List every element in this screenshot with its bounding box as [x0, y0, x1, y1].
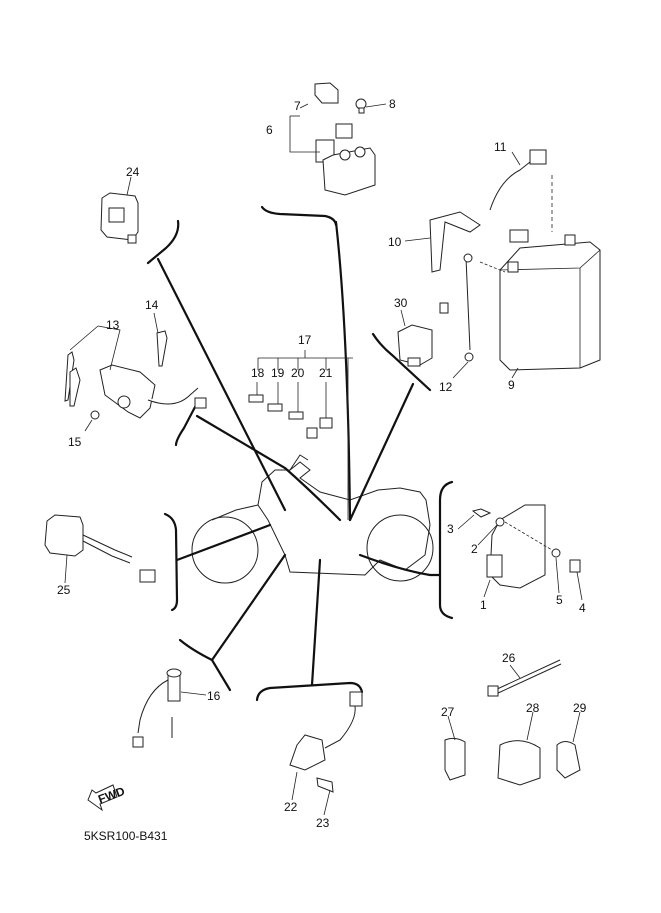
callout-7: 7	[294, 99, 301, 113]
cable-ties-clamps[interactable]	[444, 659, 581, 786]
callout-9: 9	[508, 378, 515, 392]
callout-30: 30	[394, 296, 408, 310]
starter-relay-assy[interactable]	[289, 82, 387, 196]
callout-24: 24	[126, 165, 140, 179]
callout-22: 22	[284, 800, 298, 814]
callout-15: 15	[68, 435, 82, 449]
callout-5: 5	[556, 593, 563, 607]
callout-6: 6	[266, 123, 273, 137]
drawing-code: 5KSR100-B431	[84, 829, 168, 843]
rectifier-regulator[interactable]	[457, 504, 583, 601]
callout-26: 26	[502, 651, 516, 665]
callout-3: 3	[447, 522, 454, 536]
callout-25: 25	[57, 583, 71, 597]
callout-18: 18	[251, 366, 265, 380]
main-switch[interactable]	[64, 312, 207, 432]
group-brackets	[146, 205, 454, 702]
callout-27: 27	[441, 705, 455, 719]
callout-1: 1	[480, 598, 487, 612]
flasher-relay[interactable]	[100, 176, 139, 244]
neutral-switch[interactable]	[289, 691, 363, 816]
callout-labels: 1 2 3 4 5 6 7 8 9 10 11 12 13 14 15 16 1…	[57, 97, 587, 830]
callout-23: 23	[316, 816, 330, 830]
callout-14: 14	[145, 298, 159, 312]
callout-28: 28	[526, 701, 540, 715]
callout-2: 2	[471, 542, 478, 556]
battery-assy[interactable]	[397, 149, 601, 379]
callout-12: 12	[439, 380, 453, 394]
relay-25[interactable]	[44, 514, 156, 584]
callout-21: 21	[319, 366, 333, 380]
callout-4: 4	[579, 601, 586, 615]
callout-11: 11	[494, 140, 507, 154]
callout-17: 17	[298, 333, 312, 347]
callout-8: 8	[389, 97, 396, 111]
callout-20: 20	[291, 366, 305, 380]
fuse-set[interactable]	[248, 350, 353, 520]
rear-brake-switch[interactable]	[132, 668, 207, 748]
forward-arrow-icon: FWD	[87, 784, 127, 812]
motorcycle-outline	[191, 454, 434, 584]
callout-13: 13	[106, 318, 120, 332]
callout-10: 10	[388, 235, 402, 249]
callout-29: 29	[573, 701, 587, 715]
callout-16: 16	[207, 689, 221, 703]
callout-19: 19	[271, 366, 285, 380]
fwd-label: FWD	[96, 784, 127, 807]
